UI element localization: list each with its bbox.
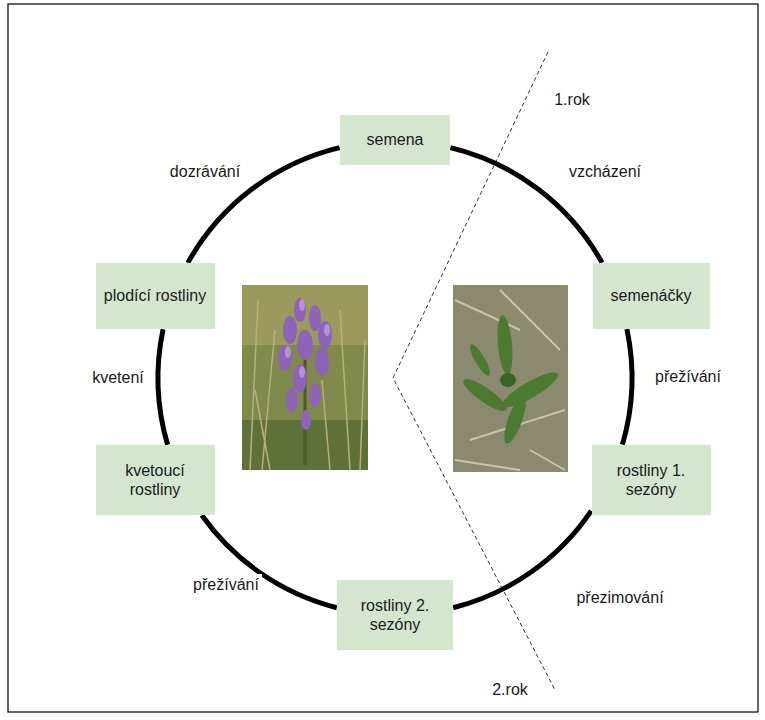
seedling-photo [453,285,568,472]
box-label: kvetoucí rostliny [104,461,207,499]
stage-box: semenáčky [593,263,710,329]
frame-border [8,4,758,712]
box-label: rostliny 2. sezóny [345,596,445,634]
stage-box: semena [340,115,450,165]
cycle-arc [622,329,632,445]
box-label: plodící rostliny [104,286,206,305]
cycle-arc [158,329,168,445]
box-text-group: plodící rostliny [104,286,206,305]
box-text-group: kvetoucí rostliny [104,461,207,499]
transition-label: přezimování [573,587,666,608]
stage-box: kvetoucí rostliny [96,445,215,515]
box-text-group: semenáčky [611,286,692,305]
stage-box: plodící rostliny [96,263,215,329]
box-text-group: rostliny 2. sezóny [345,596,445,634]
stage-box: rostliny 2. sezóny [337,580,453,650]
box-label: semenáčky [611,286,692,305]
flower-photo [242,285,368,470]
year-label: 2.rok [489,679,531,700]
stage-box: rostliny 1. sezóny [592,445,711,515]
box-label: rostliny 1. sezóny [600,461,703,499]
transition-label: kvetení [89,367,147,388]
box-text-group: rostliny 1. sezóny [600,461,703,499]
year-label: 1.rok [551,89,593,110]
box-label: semena [367,130,424,149]
cycle-arc [453,511,591,608]
box-text-group: semena [367,130,424,149]
transition-label: přežívání [652,366,724,387]
transition-label: přežívání [190,574,262,595]
transition-label: dozrávání [167,161,243,182]
transition-label: vzcházení [566,161,644,182]
